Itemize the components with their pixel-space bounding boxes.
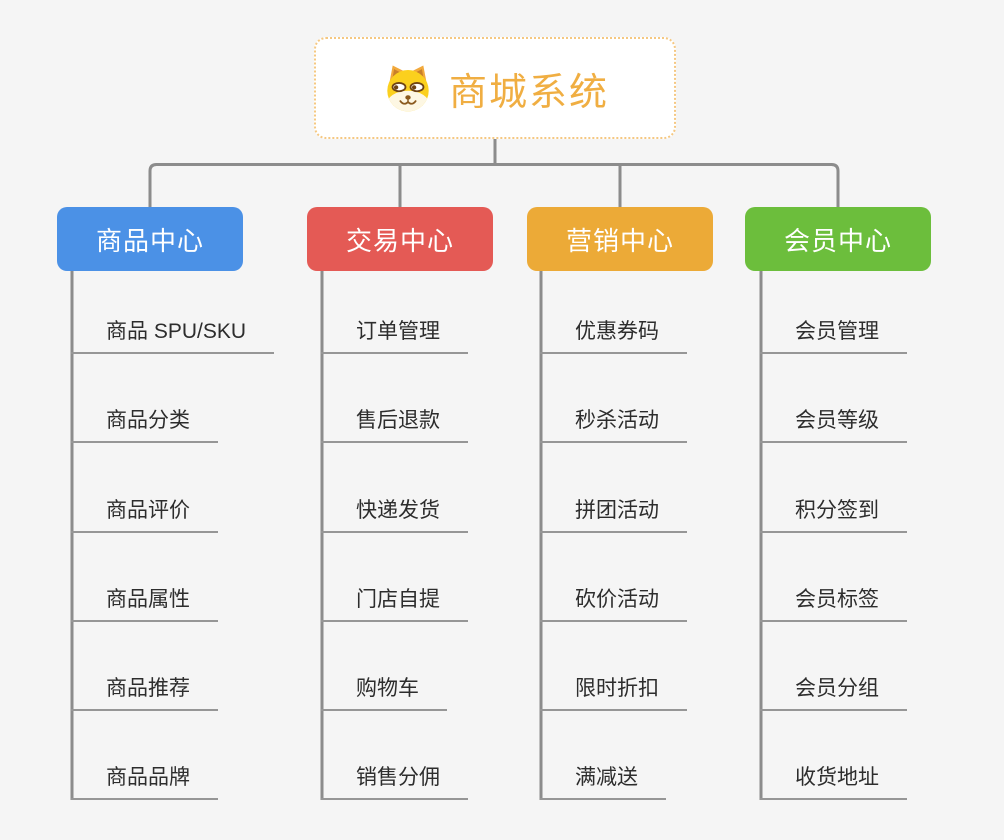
leaf-node[interactable]: 会员等级 bbox=[760, 408, 907, 443]
leaf-node[interactable]: 商品推荐 bbox=[71, 676, 218, 711]
leaf-node[interactable]: 售后退款 bbox=[321, 408, 468, 443]
branch-node-product-center[interactable]: 商品中心 bbox=[57, 207, 243, 271]
leaf-node[interactable]: 砍价活动 bbox=[540, 587, 687, 622]
leaf-node[interactable]: 积分签到 bbox=[760, 498, 907, 533]
leaf-node[interactable]: 商品品牌 bbox=[71, 765, 218, 800]
leaf-node[interactable]: 订单管理 bbox=[321, 319, 468, 354]
root-node[interactable]: 商城系统 bbox=[314, 37, 676, 139]
leaf-node[interactable]: 销售分佣 bbox=[321, 765, 468, 800]
leaf-node[interactable]: 秒杀活动 bbox=[540, 408, 687, 443]
root-title: 商城系统 bbox=[448, 71, 609, 114]
leaf-node[interactable]: 商品评价 bbox=[71, 498, 218, 533]
branch-rail-line bbox=[148, 163, 840, 207]
leaf-node[interactable]: 商品 SPU/SKU bbox=[71, 319, 275, 354]
leaf-node[interactable]: 会员管理 bbox=[760, 319, 907, 354]
doge-icon bbox=[387, 65, 429, 112]
leaf-node[interactable]: 收货地址 bbox=[760, 765, 907, 800]
leaf-node[interactable]: 拼团活动 bbox=[540, 498, 687, 533]
leaf-node[interactable]: 门店自提 bbox=[321, 587, 468, 622]
leaf-node[interactable]: 会员分组 bbox=[760, 676, 907, 711]
branch-node-trade-center[interactable]: 交易中心 bbox=[307, 207, 493, 271]
leaf-node[interactable]: 购物车 bbox=[321, 676, 447, 711]
leaf-node[interactable]: 满减送 bbox=[540, 765, 666, 800]
leaf-node[interactable]: 优惠券码 bbox=[540, 319, 687, 354]
branch-node-member-center[interactable]: 会员中心 bbox=[745, 207, 931, 271]
leaf-node[interactable]: 会员标签 bbox=[760, 587, 907, 622]
leaf-node[interactable]: 限时折扣 bbox=[540, 676, 687, 711]
branch-node-marketing-center[interactable]: 营销中心 bbox=[527, 207, 713, 271]
leaf-node[interactable]: 商品分类 bbox=[71, 408, 218, 443]
leaf-node[interactable]: 快递发货 bbox=[321, 498, 468, 533]
leaf-node[interactable]: 商品属性 bbox=[71, 587, 218, 622]
